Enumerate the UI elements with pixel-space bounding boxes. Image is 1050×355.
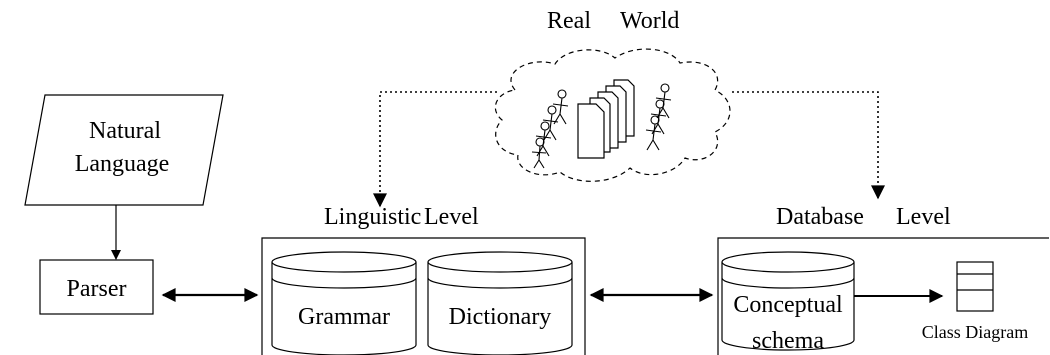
class-diagram-icon xyxy=(956,261,994,312)
real-world-to-linguistic-arrow xyxy=(373,91,497,208)
dictionary-database-icon xyxy=(427,251,573,355)
linguistic-level-container xyxy=(261,237,586,355)
database-level-container xyxy=(717,237,1049,355)
database-level-label-1: Database xyxy=(776,204,864,230)
conceptual-schema-label-line-1: Conceptual xyxy=(733,292,843,318)
linguistic-level-label-1: Linguistic xyxy=(324,204,421,230)
conceptual-schema-database-icon xyxy=(721,251,855,351)
real-world-to-database-arrow xyxy=(732,91,885,200)
natural-language-node xyxy=(24,94,224,206)
grammar-label: Grammar xyxy=(298,304,390,330)
natural-language-label-line-1: Natural xyxy=(89,118,161,144)
grammar-database-icon xyxy=(271,251,417,355)
linguistic-level-label-2: Level xyxy=(424,204,479,230)
real-world-label-real: Real xyxy=(547,8,591,34)
database-level-label-2: Level xyxy=(896,204,951,230)
real-world-title: Real World xyxy=(547,8,679,34)
parser-node xyxy=(39,259,154,315)
natural-language-label-line-2: Language xyxy=(75,151,170,177)
real-world-label-world: World xyxy=(620,8,679,34)
class-diagram-label: Class Diagram xyxy=(922,322,1028,342)
people-icon-left xyxy=(531,89,569,169)
people-icon-right xyxy=(645,83,672,151)
dictionary-label: Dictionary xyxy=(449,304,552,330)
documents-icon xyxy=(577,79,635,159)
parser-label: Parser xyxy=(67,276,127,302)
conceptual-schema-label-line-2: schema xyxy=(752,328,824,354)
